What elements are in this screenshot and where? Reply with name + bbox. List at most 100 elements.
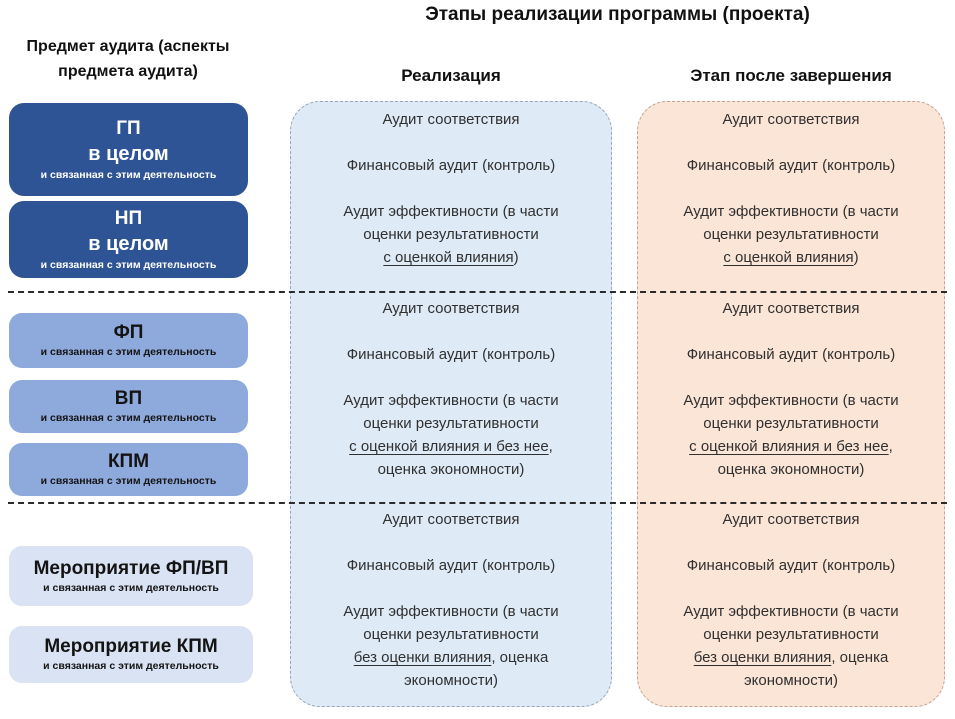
audit-line: Аудит эффективности (в части (683, 389, 898, 412)
row-separator-2 (8, 502, 947, 504)
audit-item: Финансовый аудит (контроль) (347, 554, 555, 577)
text-segment: Аудит эффективности (в части (683, 603, 899, 620)
subject-box-vp: ВП и связанная с этим деятельность (9, 380, 248, 433)
audit-line: Аудит соответствия (382, 108, 519, 131)
audit-item: Аудит соответствия (382, 297, 519, 320)
subject-box-title: ФП (113, 322, 144, 343)
subject-box-np: НП в целом и связанная с этим деятельнос… (9, 201, 248, 278)
audit-item: Финансовый аудит (контроль) (687, 343, 895, 366)
subject-box-subtitle: и связанная с этим деятельность (40, 412, 217, 424)
audit-line: оценка экономности) (683, 458, 898, 481)
text-segment: Финансовый аудит (контроль) (686, 557, 896, 574)
text-segment: Аудит эффективности (в части (683, 203, 899, 220)
text-segment: Аудит соответствия (382, 511, 520, 528)
audit-line: без оценки влияния, оценка (343, 646, 558, 669)
underlined-text: без оценки влияния (353, 649, 492, 666)
audit-item: Аудит эффективности (в части оценки резул… (343, 389, 558, 481)
subject-box-subtitle: и связанная с этим деятельность (40, 346, 217, 358)
underlined-text: с оценкой влияния (383, 249, 514, 266)
text-segment: Финансовый аудит (контроль) (346, 157, 556, 174)
audit-line: Аудит соответствия (382, 508, 519, 531)
subject-box-event-kpm: Мероприятие КПМ и связанная с этим деяте… (9, 626, 253, 683)
text-segment: Аудит соответствия (722, 300, 860, 317)
audit-line: оценки результативности (343, 412, 558, 435)
text-segment: экономности) (743, 672, 839, 689)
text-segment: Аудит эффективности (в части (343, 203, 559, 220)
audit-item: Финансовый аудит (контроль) (687, 554, 895, 577)
audit-item: Аудит соответствия (382, 508, 519, 531)
text-segment: , оценка (831, 649, 889, 666)
audit-line: Финансовый аудит (контроль) (347, 154, 555, 177)
audit-line: Аудит эффективности (в части (343, 389, 558, 412)
text-segment: оценка экономности) (717, 461, 865, 478)
subject-box-title2: в целом (88, 142, 169, 165)
audit-item: Аудит эффективности (в части оценки резул… (683, 200, 898, 269)
subject-box-subtitle: и связанная с этим деятельность (40, 475, 217, 487)
subject-box-title: НП (114, 207, 143, 229)
subject-box-title: Мероприятие ФП/ВП (33, 557, 229, 579)
text-segment: Финансовый аудит (контроль) (346, 346, 556, 363)
column-header-realization: Реализация (401, 66, 501, 85)
text-segment: , оценка (491, 649, 549, 666)
audit-line: Аудит эффективности (в части (343, 200, 558, 223)
text-segment: оценки результативности (703, 226, 879, 243)
audit-line: без оценки влияния, оценка (683, 646, 898, 669)
audit-item: Финансовый аудит (контроль) (347, 343, 555, 366)
subject-box-subtitle: и связанная с этим деятельность (40, 258, 217, 271)
audit-line: экономности) (343, 669, 558, 692)
audit-line: Финансовый аудит (контроль) (687, 554, 895, 577)
audit-line: Аудит соответствия (722, 297, 859, 320)
text-segment: ) (853, 249, 859, 266)
column-header-after-completion: Этап после завершения (690, 66, 892, 85)
audit-line: Аудит эффективности (в части (343, 600, 558, 623)
underlined-text: с оценкой влияния и без нее (349, 438, 549, 455)
text-segment: Финансовый аудит (контроль) (686, 346, 896, 363)
subject-box-gp: ГП в целом и связанная с этим деятельнос… (9, 103, 248, 196)
text-segment: Аудит соответствия (382, 111, 520, 128)
audit-line: с оценкой влияния и без нее, (343, 435, 558, 458)
audit-line: Финансовый аудит (контроль) (687, 154, 895, 177)
audit-line: Финансовый аудит (контроль) (347, 554, 555, 577)
text-segment: оценки результативности (703, 415, 879, 432)
audit-item: Аудит соответствия (722, 297, 859, 320)
text-segment: Аудит соответствия (722, 111, 860, 128)
audit-line: Аудит эффективности (в части (683, 600, 898, 623)
row-separator-1 (8, 291, 947, 293)
audit-line: Аудит эффективности (в части (683, 200, 898, 223)
audit-line: оценки результативности (683, 412, 898, 435)
audit-line: Аудит соответствия (722, 508, 859, 531)
text-segment: Аудит эффективности (в части (343, 603, 559, 620)
text-segment: экономности) (403, 672, 499, 689)
underlined-text: без оценки влияния (693, 649, 832, 666)
audit-item: Финансовый аудит (контроль) (347, 154, 555, 177)
subject-box-title: ВП (114, 388, 143, 409)
audit-line: оценки результативности (683, 623, 898, 646)
audit-line: Финансовый аудит (контроль) (687, 343, 895, 366)
audit-line: оценки результативности (343, 223, 558, 246)
page-title: Этапы реализации программы (проекта) (425, 4, 810, 25)
subject-box-title: КПМ (107, 451, 150, 472)
subject-box-fp: ФП и связанная с этим деятельность (9, 313, 248, 368)
text-segment: , (548, 438, 553, 455)
subject-box-title2: в целом (88, 232, 169, 255)
audit-line: оценка экономности) (343, 458, 558, 481)
audit-item: Аудит эффективности (в части оценки резул… (343, 200, 558, 269)
subject-box-subtitle: и связанная с этим деятельность (40, 168, 217, 181)
text-segment: оценки результативности (363, 626, 539, 643)
audit-line: с оценкой влияния) (343, 246, 558, 269)
audit-line: с оценкой влияния) (683, 246, 898, 269)
text-segment: оценки результативности (363, 415, 539, 432)
text-segment: оценка экономности) (377, 461, 525, 478)
audit-item: Финансовый аудит (контроль) (687, 154, 895, 177)
audit-item: Аудит соответствия (722, 508, 859, 531)
subject-box-subtitle: и связанная с этим деятельность (43, 581, 219, 594)
audit-line: оценки результативности (683, 223, 898, 246)
subject-box-kpm: КПМ и связанная с этим деятельность (9, 443, 248, 496)
